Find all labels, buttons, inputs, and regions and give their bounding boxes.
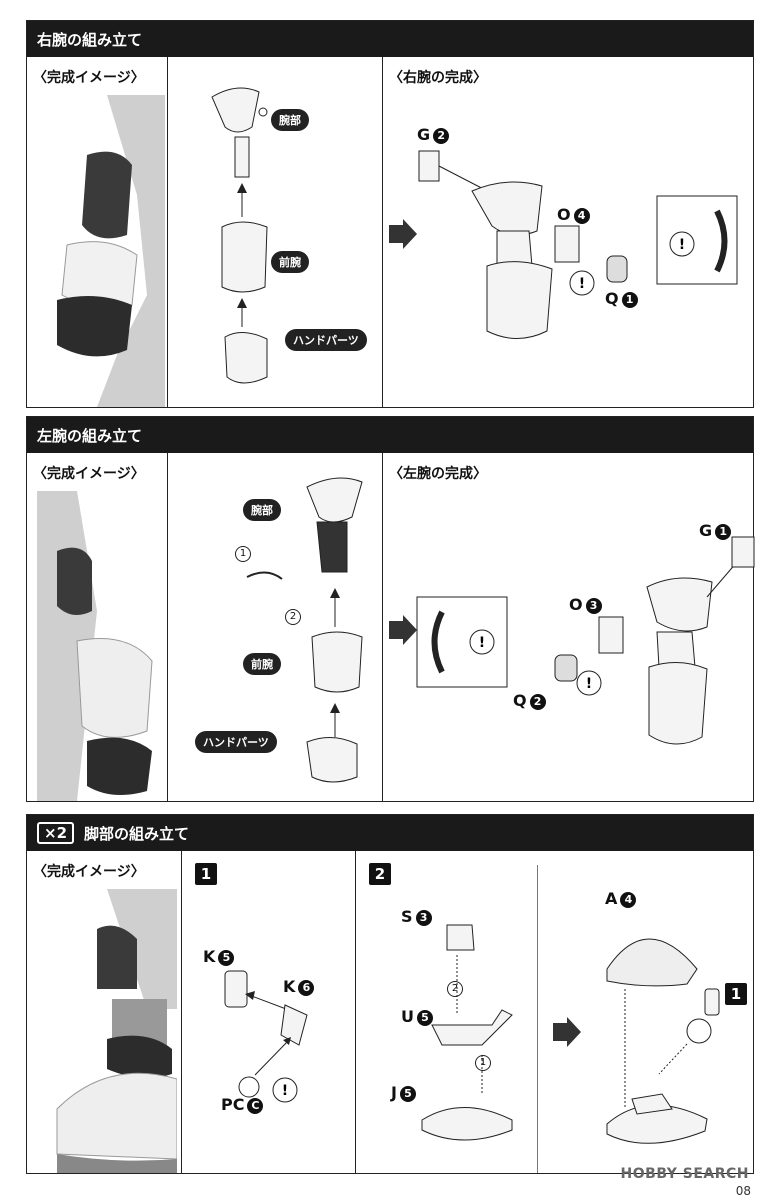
divider [167,57,168,407]
right-arm-complete-diagram: ! ! [418,150,738,339]
image-label: 〈完成イメージ〉 [33,70,145,86]
complete-label: 〈右腕の完成〉 [389,70,487,86]
code-letter: U [401,1007,414,1026]
divider [382,57,383,407]
svg-text:!: ! [586,676,592,692]
arm-part-label: 腕部 [243,499,281,521]
step-circle: 1 [235,546,251,562]
code-number: 5 [417,1009,433,1026]
section-header: 右腕の組み立て [27,21,753,57]
hand-part-label: ハンドパーツ [195,731,277,753]
code-letter: S [401,907,413,926]
step-box: 1 [195,863,217,885]
code-letter: A [605,889,618,908]
page-number: 08 [735,1184,751,1198]
step-circle: 1 [475,1055,491,1071]
complete-image [37,95,165,407]
step-box: 2 [369,863,391,885]
code-number: 1 [715,523,732,540]
left-arm-assembly-diagram [246,477,363,783]
left-arm-section: 左腕の組み立て 〈完成イメージ〉 腕部 前腕 ハンドパーツ 1 2 〈左腕の完成… [26,416,755,802]
svg-text:!: ! [282,1083,288,1099]
complete-label: 〈左腕の完成〉 [389,466,487,482]
code-letter: Q [605,289,619,308]
forearm-part-label: 前腕 [271,251,309,273]
forearm-part-label: 前腕 [243,653,281,675]
code-letter: O [569,595,583,614]
divider [355,851,356,1173]
code-letter: Q [513,691,527,710]
next-arrow [389,615,417,645]
hand-part-label: ハンドパーツ [285,329,367,351]
next-arrow [389,219,417,249]
step-reference: 1 [725,983,747,1005]
next-arrow [553,1017,581,1047]
code-number: 3 [585,597,602,614]
code-letter: J [391,1083,397,1102]
section-title: 脚部の組み立て [84,824,190,843]
leg-final-diagram [606,938,720,1144]
svg-text:!: ! [579,276,585,292]
code-letter: PC [221,1095,245,1114]
code-letter: K [283,977,296,996]
watermark: HOBBY SEARCH [620,1166,749,1182]
code-number: 4 [573,207,590,224]
svg-text:!: ! [679,237,685,253]
code-number: 2 [529,693,546,710]
section-title: 左腕の組み立て [37,426,143,445]
divider [167,453,168,801]
code-number: 5 [399,1085,416,1102]
divider [181,851,182,1173]
code-number: 6 [298,979,315,996]
arm-part-label: 腕部 [271,109,309,131]
svg-text:!: ! [479,635,485,651]
divider [382,453,383,801]
divider [537,865,538,1173]
code-number: 4 [620,891,637,908]
code-letter: K [203,947,216,966]
code-number: 3 [415,909,432,926]
step-circle: 2 [447,981,463,997]
code-number: 5 [218,949,235,966]
multiplier-badge: ×2 [37,822,75,844]
code-number: C [247,1097,264,1114]
leg-step1-diagram: ! [224,970,308,1103]
image-label: 〈完成イメージ〉 [33,466,145,482]
section-header: 左腕の組み立て [27,417,753,453]
step-circle: 2 [285,609,301,625]
section-header: ×2 脚部の組み立て [27,815,753,851]
section-title: 右腕の組み立て [37,30,143,49]
image-label: 〈完成イメージ〉 [33,864,145,880]
code-letter: G [417,125,431,144]
code-number: 1 [621,291,638,308]
complete-image [37,491,165,801]
code-letter: O [557,205,571,224]
leg-step2-diagram [421,924,513,1141]
arm-assembly-diagram [211,87,268,384]
left-arm-complete-diagram: ! ! [416,536,755,745]
code-number: 2 [433,127,450,144]
complete-image [37,889,177,1173]
code-letter: G [699,521,713,540]
